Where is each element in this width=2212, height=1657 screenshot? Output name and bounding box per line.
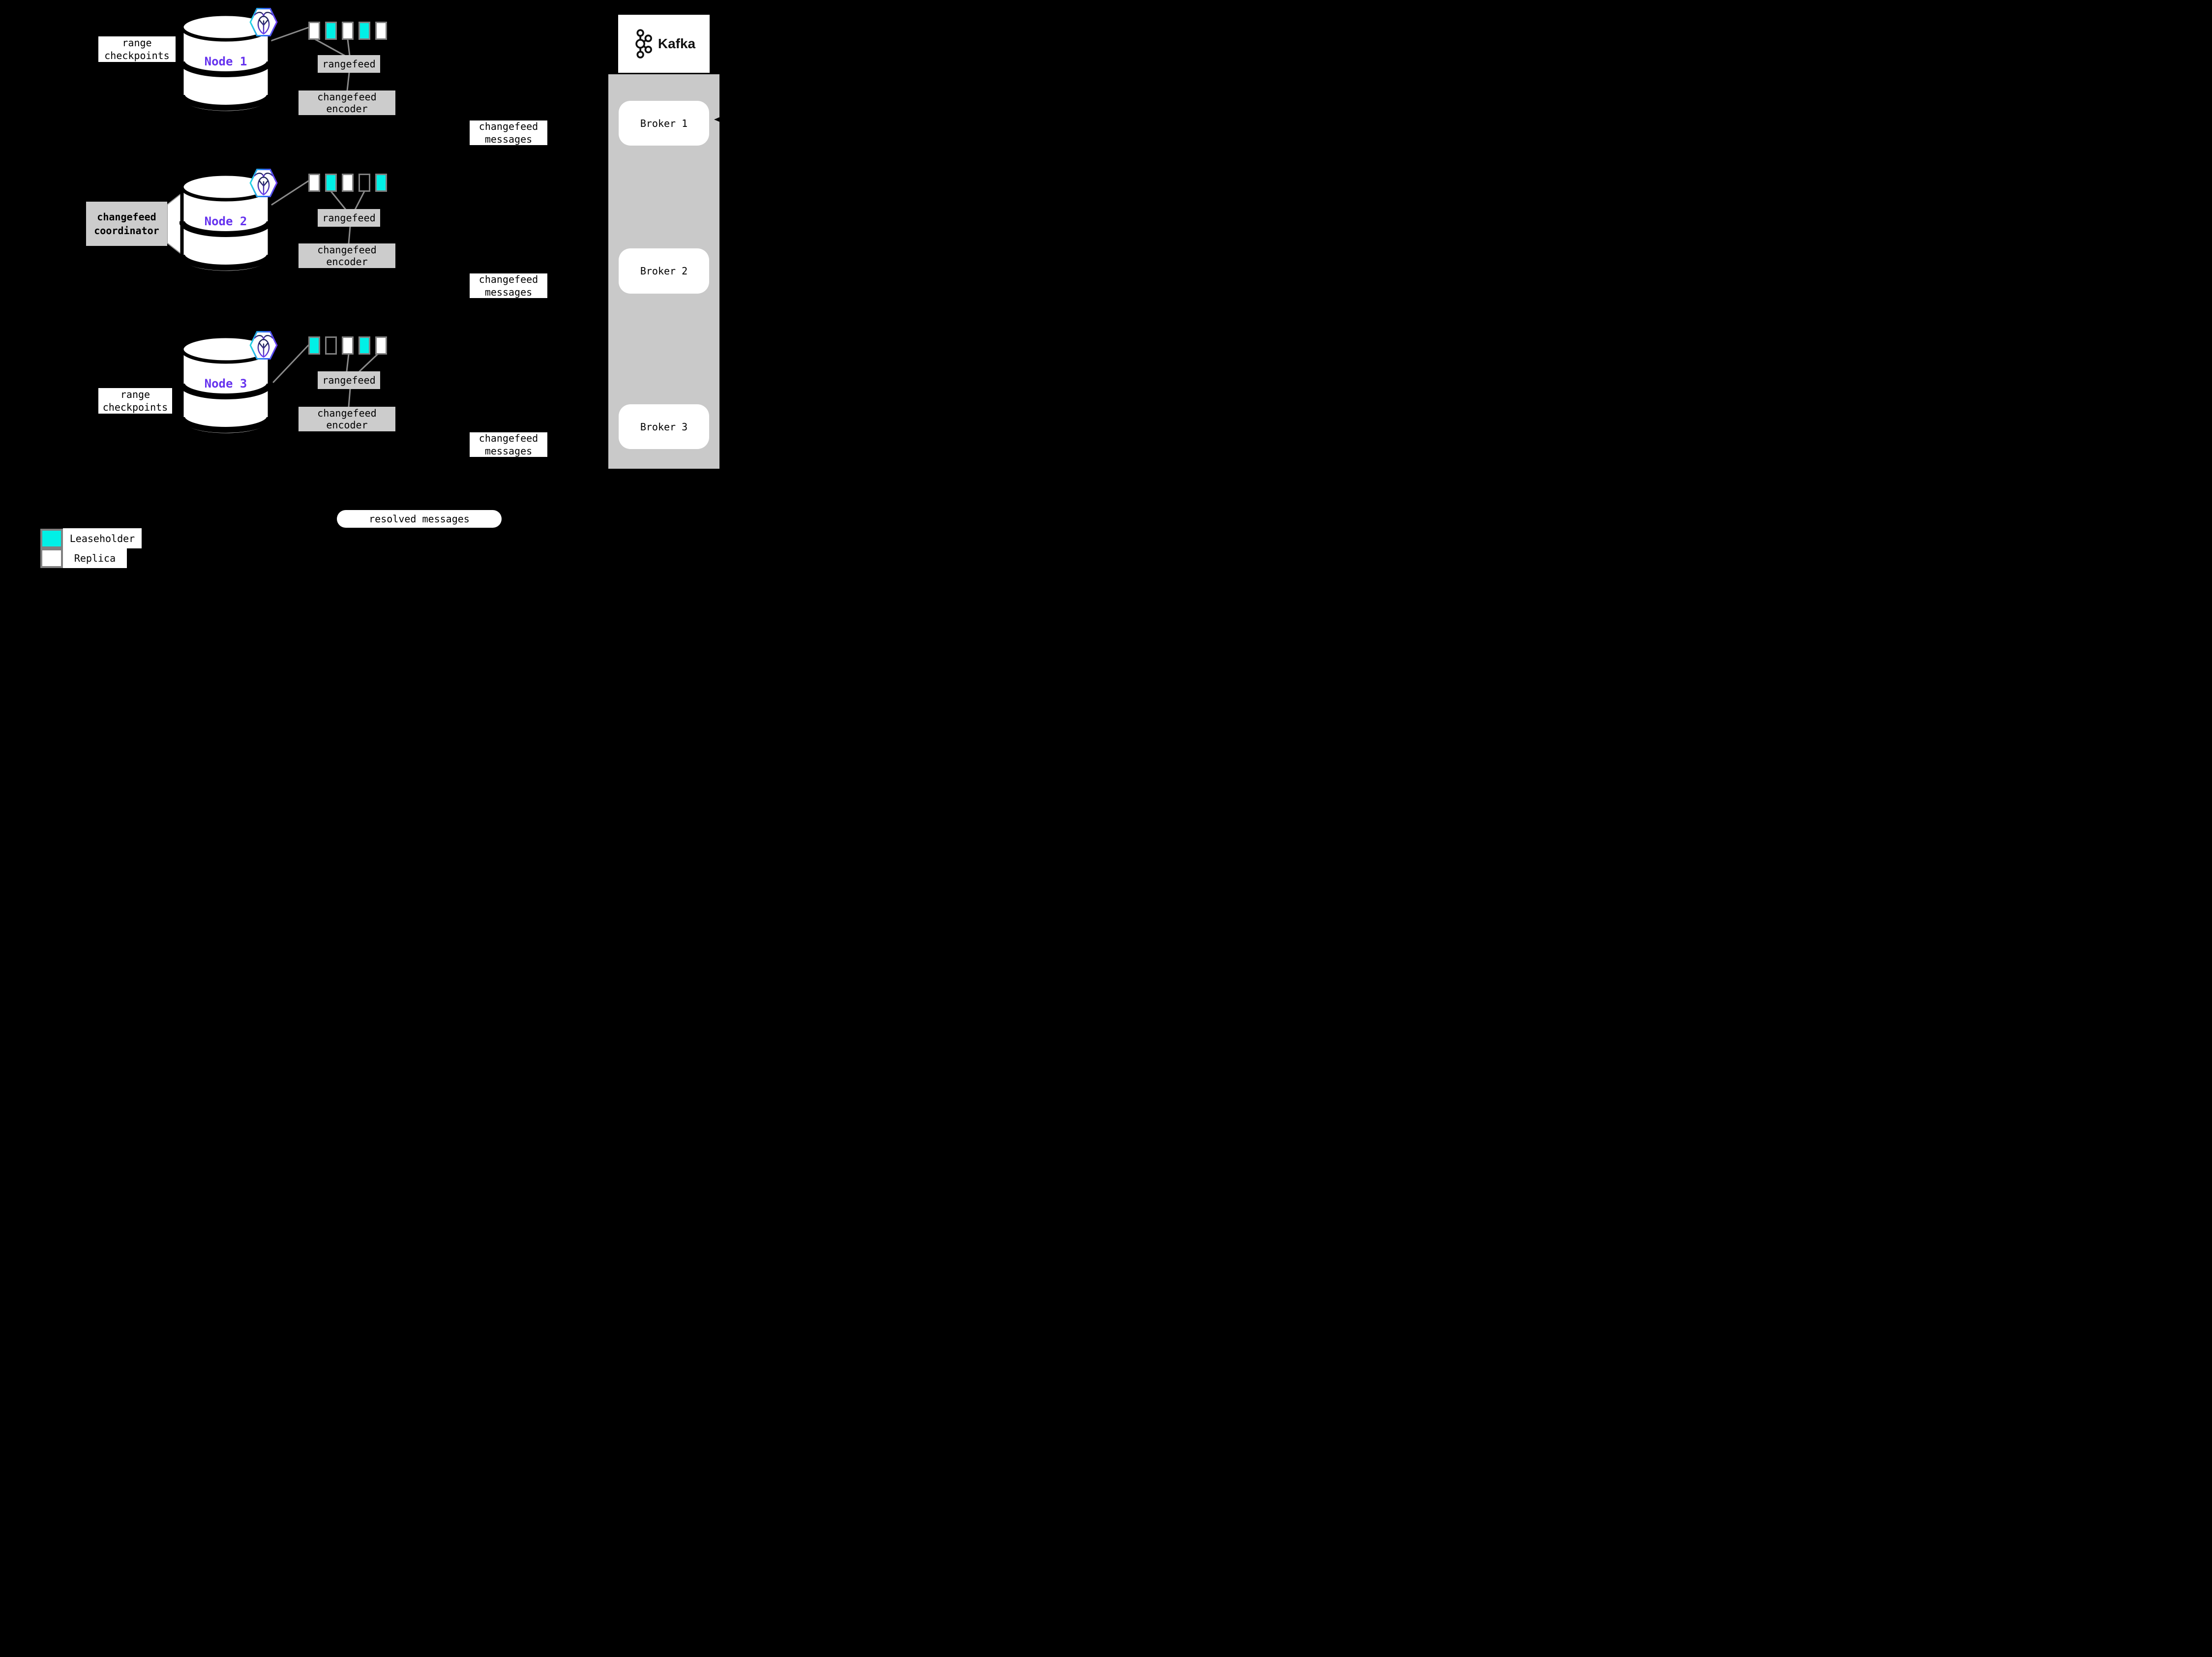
cockroachdb-icon — [248, 6, 279, 38]
rangefeed-box: rangefeed — [318, 371, 380, 389]
rangefeed-box: rangefeed — [318, 55, 380, 73]
node-1-cylinder: Node 1 — [179, 12, 272, 116]
range-rect — [375, 336, 387, 355]
changefeed-kafka-diagram: Node 1 Node 2 Node 3 — [0, 0, 771, 577]
broker-3-box: Broker 3 — [619, 404, 709, 449]
legend-leaseholder-swatch — [40, 529, 63, 548]
changefeed-coordinator-label: changefeed coordinator — [86, 202, 167, 246]
range-rect — [325, 22, 337, 40]
cockroachdb-icon — [248, 167, 279, 199]
changefeed-encoder-box: changefeed encoder — [299, 407, 395, 431]
changefeed-encoder-box: changefeed encoder — [299, 243, 395, 268]
range-rect — [342, 174, 354, 192]
changefeed-messages-label: changefeed messages — [470, 273, 547, 298]
node-label: Node 1 — [204, 55, 247, 68]
changefeed-messages-label: changefeed messages — [470, 432, 547, 457]
legend-replica-label: Replica — [63, 548, 127, 568]
legend-leaseholder-label: Leaseholder — [63, 528, 142, 548]
range-rect — [359, 174, 370, 192]
node-label: Node 2 — [204, 214, 247, 228]
database-cylinder-icon — [179, 12, 272, 115]
range-rect — [342, 22, 354, 40]
kafka-icon — [635, 29, 652, 59]
range-rect — [325, 336, 337, 355]
range-rect — [359, 22, 370, 40]
coordinator-pointer — [167, 192, 181, 255]
range-checkpoints-label: range checkpoints — [98, 388, 172, 414]
range-rect — [308, 22, 320, 40]
range-rect — [375, 174, 387, 192]
kafka-logo-box: Kafka — [618, 15, 710, 73]
node-label: Node 3 — [204, 377, 247, 391]
range-rect — [342, 336, 354, 355]
changefeed-encoder-box: changefeed encoder — [299, 90, 395, 115]
incoming-arrowhead-icon — [714, 116, 730, 123]
range-rect — [308, 336, 320, 355]
connector-lines — [167, 27, 379, 408]
range-rect — [308, 174, 320, 192]
range-rect — [325, 174, 337, 192]
range-rect — [359, 336, 370, 355]
legend-replica-swatch — [40, 548, 63, 568]
broker-1-box: Broker 1 — [619, 101, 709, 146]
range-rect — [375, 22, 387, 40]
range-checkpoints-label: range checkpoints — [98, 36, 176, 62]
rangefeed-box: rangefeed — [318, 209, 380, 227]
cockroachdb-icon — [248, 329, 279, 362]
changefeed-messages-label: changefeed messages — [470, 121, 547, 145]
resolved-messages-pill: resolved messages — [337, 510, 502, 528]
kafka-brand-text: Kafka — [658, 36, 696, 51]
broker-2-box: Broker 2 — [619, 248, 709, 294]
